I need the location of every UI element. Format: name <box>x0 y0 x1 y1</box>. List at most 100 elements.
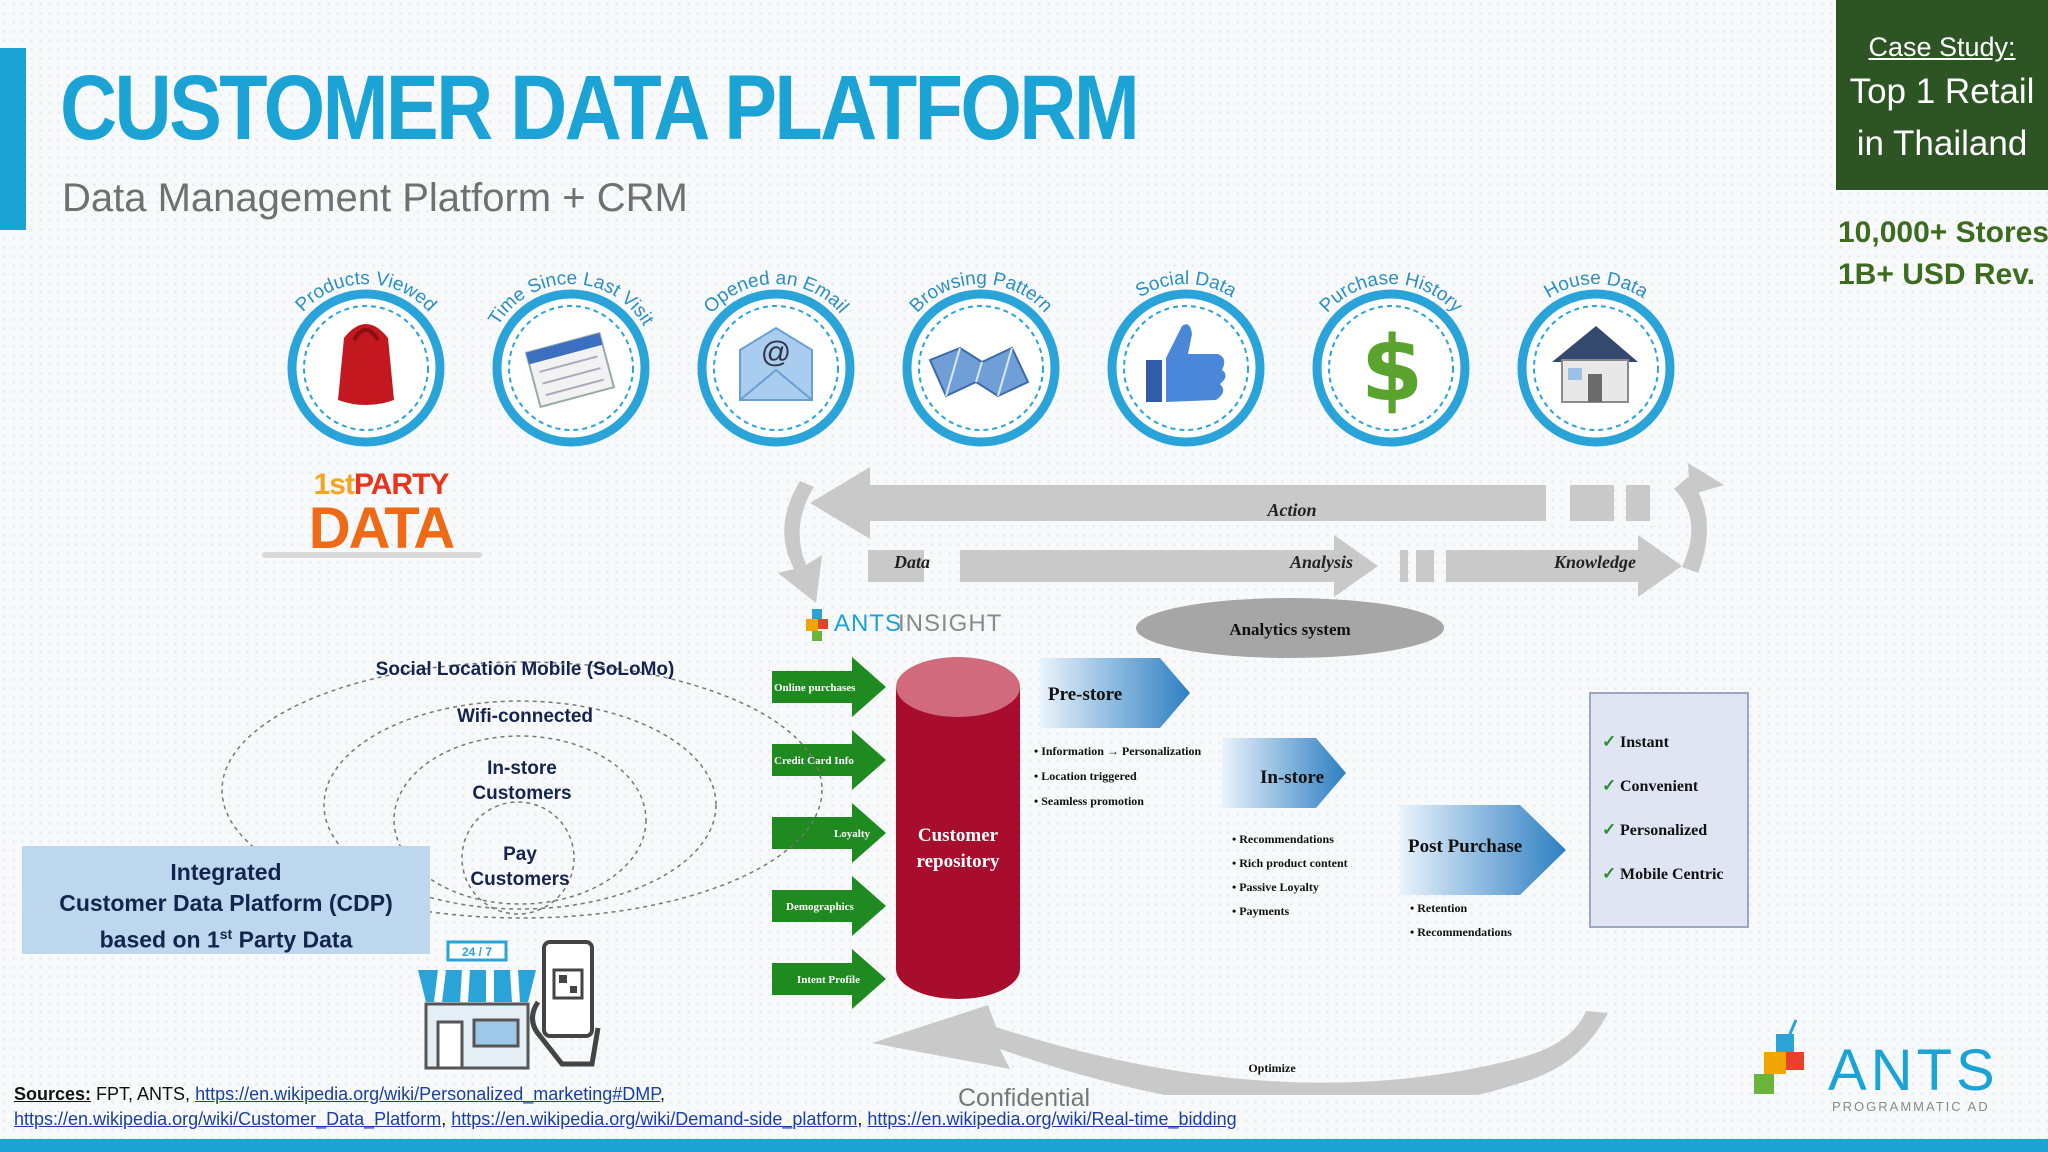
solomo-rings <box>221 661 823 919</box>
benefit-item: Mobile Centric <box>1620 866 1724 883</box>
stage-pre-store-item: • Location triggered <box>1034 769 1137 783</box>
case-study-stats: 10,000+ Stores 1B+ USD Rev. <box>1838 212 2048 296</box>
page-title: CUSTOMER DATA PLATFORM <box>60 57 1140 159</box>
confidential-label: Confidential <box>958 1084 1091 1112</box>
input-arrow-label: Online purchases <box>774 682 856 694</box>
first-party-shadow <box>262 552 482 558</box>
ring-wifi <box>323 700 717 910</box>
input-arrow: Demographics <box>772 876 886 936</box>
ring-in-store <box>393 735 647 905</box>
page-subtitle: Data Management Platform + CRM <box>62 176 688 220</box>
analytics-system-label: Analytics system <box>1229 620 1350 639</box>
cdp-line3: based on 1st Party Data <box>22 919 430 956</box>
in-store-label-a: In-store <box>487 758 557 779</box>
analysis-dash <box>1416 550 1434 582</box>
repository-line2: repository <box>916 851 1000 872</box>
data-label: Data <box>893 552 930 572</box>
ants-insight-insight: INSIGHT <box>898 610 1002 637</box>
stage-post-purchase-title: Post Purchase <box>1408 836 1522 857</box>
stage-in-store: In-store • Recommendations • Rich produc… <box>1222 738 1348 918</box>
pay-label-a: Pay <box>503 844 537 865</box>
data-source-circle: Browsing Pattern <box>902 268 1060 447</box>
pay-label-b: Customers <box>470 869 570 890</box>
input-arrow: Loyalty <box>772 803 886 863</box>
analysis-dash <box>1400 550 1408 582</box>
data-source-circle: Purchase History <box>1312 268 1470 447</box>
knowledge-label: Knowledge <box>1553 552 1636 572</box>
stage-pre-store-title: Pre-store <box>1048 684 1122 705</box>
check-icon: ✓ <box>1602 820 1616 839</box>
input-arrow-label: Intent Profile <box>797 974 860 986</box>
case-study-box: Case Study: Top 1 Retail in Thailand <box>1836 0 2048 190</box>
stat-revenue: 1B+ USD Rev. <box>1838 258 2036 291</box>
stage-in-store-item: • Payments <box>1232 904 1290 918</box>
stage-in-store-item: • Recommendations <box>1232 832 1334 846</box>
analysis-arrow <box>960 535 1378 597</box>
stage-in-store-item: • Rich product content <box>1232 856 1348 870</box>
thumbs-up-icon <box>1146 324 1226 402</box>
first-party-data-logo: 1stPARTY DATA <box>300 470 462 558</box>
analytics-system-ellipse <box>1136 598 1444 658</box>
stage-post-purchase-item: • Recommendations <box>1410 925 1512 939</box>
cdp-callout: Integrated Customer Data Platform (CDP) … <box>22 846 430 954</box>
source-link-dsp[interactable]: https://en.wikipedia.org/wiki/Demand-sid… <box>451 1109 858 1129</box>
ants-logo: ANTS PROGRAMMATIC AD <box>1754 1019 1999 1114</box>
stage-pre-store-item: • Information → Personalization <box>1034 744 1202 758</box>
benefit-item: Personalized <box>1620 822 1707 839</box>
input-arrow: Intent Profile <box>772 949 886 1009</box>
svg-text:@: @ <box>761 336 791 369</box>
stage-pre-store: Pre-store • Information → Personalizatio… <box>1034 658 1202 808</box>
solomo-label: Social Location Mobile (SoLoMo) <box>375 659 675 680</box>
cdp-line3-a: based on 1 <box>99 926 220 953</box>
action-label: Action <box>1266 500 1316 520</box>
stage-in-store-item: • Passive Loyalty <box>1232 880 1319 894</box>
customer-repository: Customer repository <box>896 657 1020 999</box>
sources-footer: Sources: FPT, ANTS, https://en.wikipedia… <box>14 1084 1237 1129</box>
cdp-line1: Integrated <box>170 859 282 885</box>
loop-left-arrow <box>778 481 822 603</box>
action-arrow <box>810 467 1546 539</box>
map-icon <box>928 346 1030 398</box>
check-icon: ✓ <box>1602 732 1616 751</box>
data-arrow-segment <box>868 550 924 582</box>
house-icon <box>1552 326 1638 403</box>
sources-label: Sources: <box>14 1084 92 1104</box>
repository-line1: Customer <box>918 825 999 846</box>
stat-stores: 10,000+ Stores <box>1838 216 2048 249</box>
dollar-icon: $ <box>1361 317 1424 422</box>
ants-insight-ants: ANTS <box>834 610 902 637</box>
case-study-label: Case Study: <box>1868 32 2016 62</box>
wifi-label: Wifi-connected <box>457 706 593 727</box>
loop-right-head <box>1688 463 1724 495</box>
case-study-line2: in Thailand <box>1856 124 2028 163</box>
stage-in-store-title: In-store <box>1260 767 1324 788</box>
loop-right-arrow <box>1674 477 1707 573</box>
check-icon: ✓ <box>1602 776 1616 795</box>
input-arrow-label: Demographics <box>786 901 855 913</box>
ring-solomo <box>221 661 823 919</box>
input-arrow: Online purchases <box>772 657 886 717</box>
input-arrow-label: Loyalty <box>834 828 871 840</box>
check-icon: ✓ <box>1602 864 1616 883</box>
cdp-line3-sup: st <box>219 926 233 942</box>
optimize-arrow: Optimize <box>872 1005 1608 1095</box>
stage-post-purchase-item: • Retention <box>1410 901 1468 915</box>
source-link-cdp[interactable]: https://en.wikipedia.org/wiki/Customer_D… <box>14 1109 442 1129</box>
bottom-bar <box>0 1139 2048 1152</box>
source-link-dmp[interactable]: https://en.wikipedia.org/wiki/Personaliz… <box>195 1084 660 1104</box>
benefit-item: Instant <box>1620 734 1670 751</box>
sources-text: FPT, ANTS, <box>91 1084 196 1104</box>
analysis-label: Analysis <box>1289 552 1353 572</box>
shopping-bag-icon <box>338 324 394 405</box>
ants-logo-subtext: PROGRAMMATIC AD <box>1832 1099 1990 1114</box>
store-icon: 24 / 7 <box>418 940 536 1070</box>
ring-pay <box>461 801 575 915</box>
cdp-flow-diagram: Action Data Analysis Knowledge Analytics… <box>772 463 1749 1095</box>
action-arrow-dash <box>1626 485 1650 521</box>
ants-logo-text: ANTS <box>1828 1038 1999 1103</box>
accent-bar <box>0 48 26 230</box>
svg-text:$: $ <box>1361 317 1424 422</box>
benefit-item: Convenient <box>1620 778 1699 795</box>
source-link-rtb[interactable]: https://en.wikipedia.org/wiki/Real-time_… <box>867 1109 1237 1129</box>
